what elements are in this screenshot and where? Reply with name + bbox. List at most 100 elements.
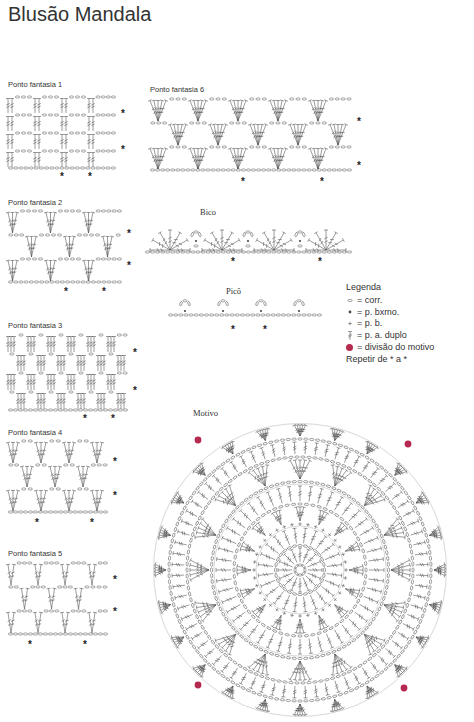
chain-stitch xyxy=(28,633,32,635)
chain-stitch xyxy=(292,169,296,171)
stitch-line xyxy=(44,212,48,214)
stitch-line xyxy=(58,394,59,410)
stitch-line xyxy=(345,589,356,598)
stitch-line xyxy=(50,467,55,488)
stitch-line xyxy=(37,160,40,162)
stitch-line xyxy=(274,101,278,122)
stitch-line xyxy=(233,111,236,114)
stitch-line xyxy=(202,250,222,251)
stitch-line xyxy=(256,124,260,125)
chain-stitch xyxy=(83,234,87,236)
chain-stitch xyxy=(206,251,210,253)
chain-stitch xyxy=(103,562,107,564)
stitch-line xyxy=(176,245,179,247)
stitch-line xyxy=(281,108,285,109)
chain-stitch xyxy=(42,132,46,134)
chain-stitch xyxy=(70,464,74,466)
stitch-line xyxy=(291,523,293,527)
stitch-line xyxy=(62,572,65,574)
stitch-line xyxy=(76,361,79,363)
stitch-line xyxy=(11,613,14,634)
stitch-line xyxy=(37,576,41,577)
stitch-line xyxy=(79,589,82,610)
chain-stitch xyxy=(55,167,59,169)
stitch-line xyxy=(278,623,282,624)
stitch-line xyxy=(228,245,231,247)
stitch-line xyxy=(254,613,257,616)
stitch-line xyxy=(258,125,262,146)
stitch-line xyxy=(24,394,25,410)
stitch-line xyxy=(26,345,29,347)
chain-stitch xyxy=(123,372,127,374)
stitch-line xyxy=(51,261,56,282)
stitch-line xyxy=(96,399,99,401)
stitch-line xyxy=(67,442,71,443)
stitch-line xyxy=(201,156,205,157)
stitch-line xyxy=(349,570,363,574)
stitch-line xyxy=(23,473,26,476)
stitch-line xyxy=(296,626,300,628)
chain-stitch xyxy=(18,511,22,513)
stitch-line xyxy=(62,361,65,363)
chain-stitch xyxy=(256,251,260,253)
chain-stitch xyxy=(8,633,12,635)
chain-stitch xyxy=(179,314,183,316)
stitch-line xyxy=(8,153,9,168)
stitch-line xyxy=(67,490,71,491)
chain-stitch xyxy=(198,232,202,237)
edging-chart xyxy=(168,300,321,316)
stitch-line xyxy=(322,608,324,611)
stitch-line xyxy=(302,632,306,633)
stitch-chart xyxy=(6,562,108,635)
stitch-line xyxy=(172,242,176,243)
stitch-line xyxy=(104,247,107,249)
chain-stitch xyxy=(184,314,188,316)
stitch-line xyxy=(318,101,322,122)
stitch-line xyxy=(88,337,89,353)
stitch-line xyxy=(64,106,67,108)
stitch-line xyxy=(308,100,312,101)
chain-stitch xyxy=(75,132,79,134)
chain-stitch xyxy=(302,232,306,237)
stitch-line xyxy=(312,599,314,602)
chain-stitch xyxy=(332,169,336,171)
stitch-line xyxy=(102,402,105,404)
stitch-line xyxy=(68,337,69,353)
stitch-line xyxy=(89,572,92,574)
chain-stitch xyxy=(36,464,40,466)
chain-stitch xyxy=(59,372,63,374)
stitch-line xyxy=(82,361,85,363)
stitch-line xyxy=(89,620,92,622)
stitch-line xyxy=(14,498,18,500)
stitch-line xyxy=(59,361,62,363)
stitch-line xyxy=(326,588,328,592)
stitch-line xyxy=(346,568,347,572)
stitch-line xyxy=(91,160,94,162)
chain-stitch xyxy=(191,169,195,171)
chain-stitch xyxy=(157,122,161,124)
stitch-line xyxy=(306,524,310,526)
stitch-line xyxy=(344,560,346,564)
stitch-line xyxy=(276,608,278,611)
chain-stitch xyxy=(256,146,260,148)
chain-stitch xyxy=(103,409,107,411)
stitch-line xyxy=(99,399,102,401)
stitch-line xyxy=(285,600,289,601)
stitch-line xyxy=(21,596,24,598)
stitch-line xyxy=(31,337,32,353)
stitch-line xyxy=(59,399,62,401)
stitch-line xyxy=(53,588,57,590)
stitch-line xyxy=(321,156,325,157)
chain-stitch xyxy=(68,633,72,635)
stitch-line xyxy=(238,149,246,170)
chain-stitch xyxy=(297,169,301,171)
stitch-line xyxy=(65,620,69,621)
stitch-line xyxy=(181,132,185,133)
chain-stitch xyxy=(194,231,198,233)
stitch-line xyxy=(254,250,274,251)
chain-stitch xyxy=(309,122,313,124)
stitch-line xyxy=(238,238,240,241)
chain-stitch xyxy=(64,210,68,212)
chain-stitch xyxy=(39,167,43,169)
stitch-line xyxy=(168,241,171,243)
